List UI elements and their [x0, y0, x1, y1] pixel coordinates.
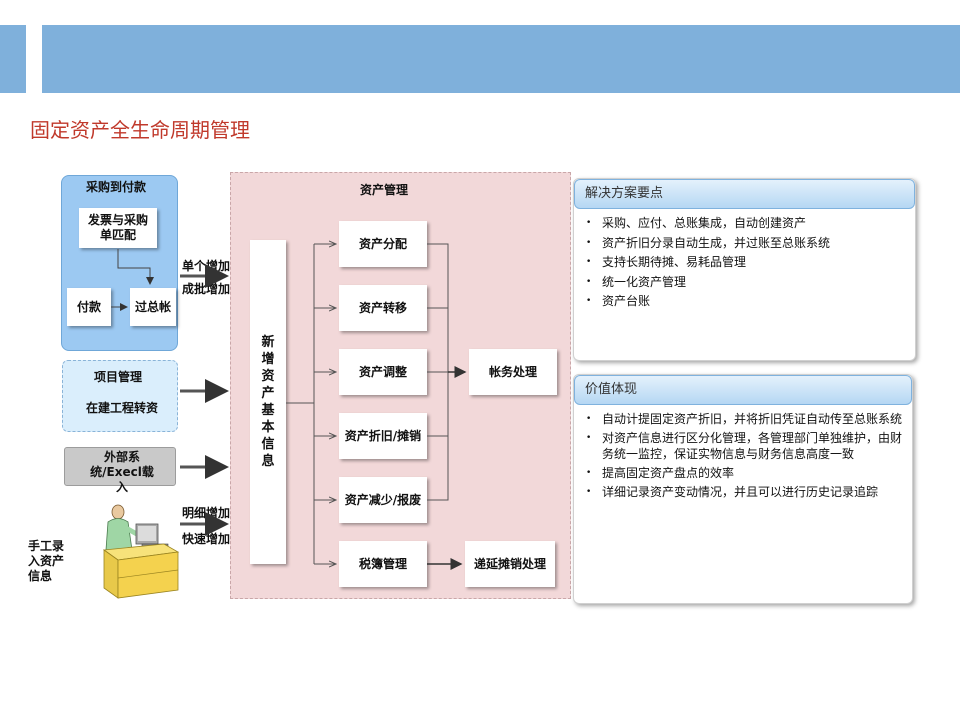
- person-at-desk-icon: [102, 504, 180, 599]
- asset-management-title: 资产管理: [360, 183, 409, 197]
- external-system-panel: [64, 447, 176, 486]
- list-item: 采购、应付、总账集成，自动创建资产: [580, 215, 905, 231]
- cip-transfer-label: 在建工程转资: [86, 401, 159, 415]
- asset-retirement-box: 资产减少/报废: [339, 477, 427, 523]
- solution-panel: 解决方案要点 采购、应付、总账集成，自动创建资产 资产折旧分录自动生成，并过账至…: [573, 178, 916, 361]
- project-title: 项目管理: [94, 370, 143, 384]
- asset-transfer-box: 资产转移: [339, 285, 427, 331]
- project-panel: [62, 360, 178, 432]
- post-gl-box: 过总帐: [130, 288, 176, 326]
- new-asset-info-char: 信: [261, 437, 275, 452]
- solution-title: 解决方案要点: [574, 179, 915, 209]
- list-item: 统一化资产管理: [580, 274, 905, 290]
- list-item: 自动计提固定资产折旧，并将折旧凭证自动传至总账系统: [580, 411, 905, 427]
- manual-entry-label: 手工录入资产信息: [28, 539, 65, 583]
- value-panel: 价值体现 自动计提固定资产折旧，并将折旧凭证自动传至总账系统 对资产信息进行区分…: [573, 374, 913, 604]
- header-accent-bar: [0, 25, 26, 93]
- new-asset-info-char: 新: [261, 335, 275, 350]
- procure-to-pay-title: 采购到付款: [86, 180, 147, 194]
- list-item: 提高固定资产盘点的效率: [580, 465, 905, 481]
- new-asset-info-char: 产: [261, 386, 275, 401]
- payment-box: 付款: [67, 288, 111, 326]
- new-asset-info-char: 本: [261, 420, 275, 435]
- accounting-box: 帐务处理: [469, 349, 557, 395]
- list-item: 资产折旧分录自动生成，并过账至总账系统: [580, 235, 905, 251]
- solution-list: 采购、应付、总账集成，自动创建资产 资产折旧分录自动生成，并过账至总账系统 支持…: [580, 215, 905, 313]
- list-item: 详细记录资产变动情况，并且可以进行历史记录追踪: [580, 484, 905, 500]
- asset-depreciation-box: 资产折旧/摊销: [339, 413, 427, 459]
- new-asset-info-char: 基: [261, 403, 275, 418]
- list-item: 对资产信息进行区分化管理，各管理部门单独维护，由财务统一监控，保证实物信息与财务…: [580, 430, 905, 462]
- value-list: 自动计提固定资产折旧，并将折旧凭证自动传至总账系统 对资产信息进行区分化管理，各…: [580, 411, 905, 503]
- list-item: 资产台账: [580, 293, 905, 309]
- new-asset-info-char: 息: [261, 454, 275, 469]
- external-system-label: 外部系统/Execl载入: [90, 450, 154, 494]
- match-to-post-line: [117, 249, 154, 285]
- deferred-amortization-box: 递延摊销处理: [465, 541, 555, 587]
- asset-allocation-box: 资产分配: [339, 221, 427, 267]
- new-asset-info-box: 新 增 资 产 基 本 信 息: [250, 240, 286, 564]
- page-title: 固定资产全生命周期管理: [30, 118, 250, 142]
- value-title: 价值体现: [574, 375, 912, 405]
- header-bar: [42, 25, 960, 93]
- tax-book-box: 税簿管理: [339, 541, 427, 587]
- new-asset-info-char: 增: [261, 352, 275, 367]
- asset-adjustment-box: 资产调整: [339, 349, 427, 395]
- new-asset-info-char: 资: [261, 369, 275, 384]
- list-item: 支持长期待摊、易耗品管理: [580, 254, 905, 270]
- invoice-match-box: 发票与采购单匹配: [79, 208, 157, 248]
